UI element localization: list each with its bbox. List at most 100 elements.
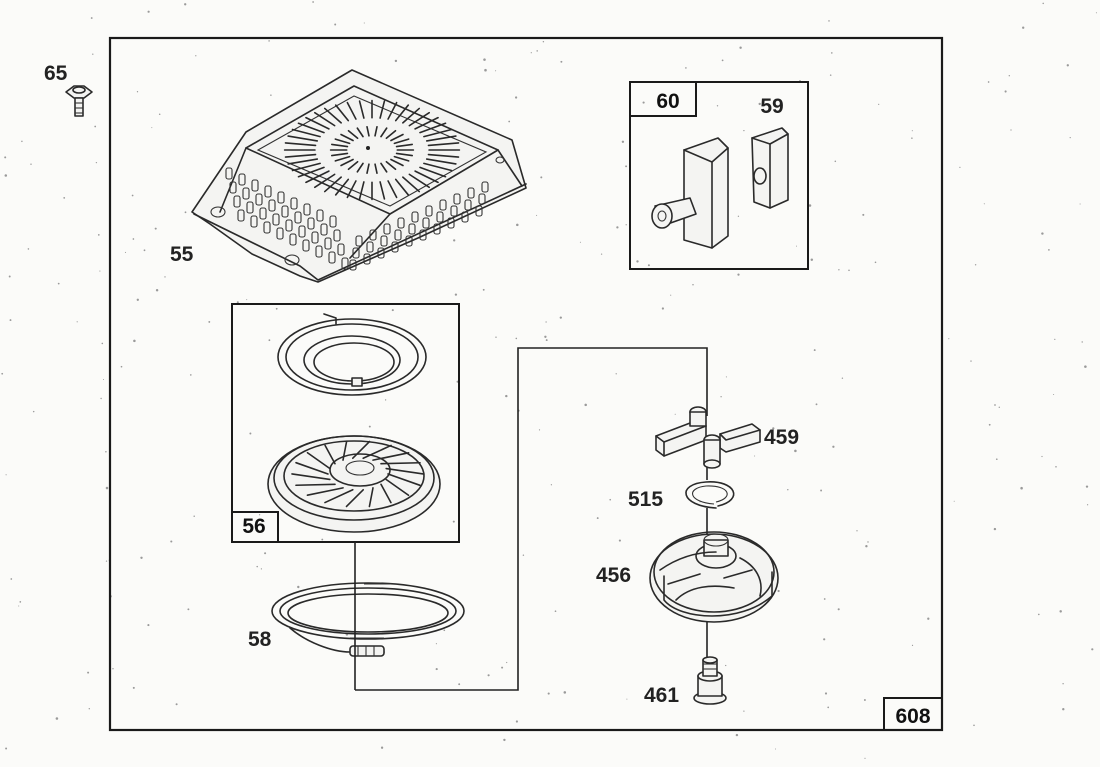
scan-speck <box>32 410 35 413</box>
scan-speck <box>495 70 497 72</box>
scan-speck <box>626 698 628 700</box>
scan-speck <box>911 130 913 132</box>
scan-speck <box>515 720 518 723</box>
scan-speck <box>443 629 446 632</box>
scan-speck <box>143 249 146 252</box>
scan-speck <box>30 163 32 165</box>
scan-speck <box>151 127 153 129</box>
scan-speck <box>246 299 248 301</box>
scan-speck <box>838 269 840 271</box>
pulley-vane <box>380 483 392 504</box>
scan-speck <box>832 445 835 448</box>
vent-slot <box>287 158 319 165</box>
side-slot <box>467 187 475 199</box>
scan-speck <box>458 683 461 686</box>
part-461-screw[interactable] <box>693 656 727 705</box>
side-slot <box>320 223 328 236</box>
scan-speck <box>5 474 7 476</box>
pulley-vane <box>306 451 331 470</box>
part-456-ratchet[interactable] <box>649 531 779 623</box>
vent-slot <box>291 162 321 172</box>
part-65-label: 65 <box>44 62 68 85</box>
scan-speck <box>155 288 159 292</box>
scan-speck <box>988 423 991 426</box>
scan-speck <box>795 245 798 247</box>
scan-speck <box>692 284 694 286</box>
pulley-vane <box>345 488 365 508</box>
side-slot <box>333 229 341 242</box>
side-slot <box>475 205 483 217</box>
vent-slot <box>380 127 388 138</box>
scan-speck <box>1069 137 1071 139</box>
scan-speck <box>453 239 456 242</box>
scan-speck <box>725 664 727 667</box>
scan-speck <box>635 490 638 493</box>
side-slot <box>436 211 444 223</box>
part-60-brake[interactable] <box>651 137 729 249</box>
scan-speck <box>542 40 545 43</box>
vent-slot <box>331 152 349 157</box>
vent-slot <box>297 166 325 178</box>
side-slot <box>272 213 280 226</box>
scan-speck <box>1041 455 1043 458</box>
side-slot <box>328 251 336 264</box>
scan-speck <box>124 251 127 253</box>
scan-speck <box>187 608 190 611</box>
scan-speck <box>334 23 337 26</box>
vent-slot <box>284 142 317 147</box>
scan-speck <box>545 321 547 323</box>
part-59-clip[interactable] <box>751 127 789 209</box>
vent-slot <box>385 129 397 140</box>
scan-speck <box>621 140 625 143</box>
side-slot <box>439 199 447 211</box>
side-slot <box>363 253 371 265</box>
scan-speck <box>483 58 486 61</box>
scan-speck <box>1059 610 1062 613</box>
side-slot <box>229 181 237 194</box>
vent-slot <box>394 104 410 122</box>
part-55-starter-housing[interactable] <box>191 69 527 283</box>
scan-speck <box>506 661 508 664</box>
scan-speck <box>100 397 102 400</box>
part-58-starter-rope[interactable] <box>271 582 465 657</box>
part-515-retaining-ring[interactable] <box>685 481 735 509</box>
scan-speck <box>4 156 7 159</box>
scan-speck <box>739 46 742 49</box>
scan-speck <box>813 349 816 352</box>
side-slot <box>259 207 267 220</box>
scan-speck <box>147 624 150 627</box>
scan-speck <box>820 489 823 492</box>
scan-speck <box>584 403 587 407</box>
scan-speck <box>76 321 78 323</box>
scan-speck <box>105 560 108 562</box>
scan-speck <box>10 578 13 580</box>
scan-speck <box>435 643 437 645</box>
part-65-bolt[interactable] <box>65 85 93 117</box>
scan-speck <box>754 455 756 457</box>
scan-speck <box>97 234 100 236</box>
scan-speck <box>170 540 173 543</box>
scan-speck <box>625 165 628 168</box>
part-58-label: 58 <box>248 628 272 651</box>
scan-speck <box>1066 64 1069 67</box>
scan-speck <box>112 668 114 670</box>
part-459-pawls[interactable] <box>655 406 761 469</box>
vent-slot <box>366 125 370 137</box>
scan-speck <box>87 671 90 674</box>
part-56-spring-coil[interactable] <box>277 313 427 396</box>
vent-slot <box>323 176 342 193</box>
scan-speck <box>642 101 645 104</box>
scan-speck <box>275 307 278 310</box>
side-slot <box>242 187 250 200</box>
side-slot <box>355 235 363 247</box>
vent-slot <box>284 153 317 158</box>
scan-speck <box>823 598 826 600</box>
scan-speck <box>987 81 990 83</box>
scan-speck <box>716 105 719 107</box>
scan-speck <box>721 59 724 62</box>
scan-speck <box>794 449 797 453</box>
scan-speck <box>777 589 780 593</box>
scan-speck <box>547 692 550 695</box>
scan-speck <box>1042 2 1044 5</box>
part-56-pulley[interactable] <box>267 435 441 533</box>
